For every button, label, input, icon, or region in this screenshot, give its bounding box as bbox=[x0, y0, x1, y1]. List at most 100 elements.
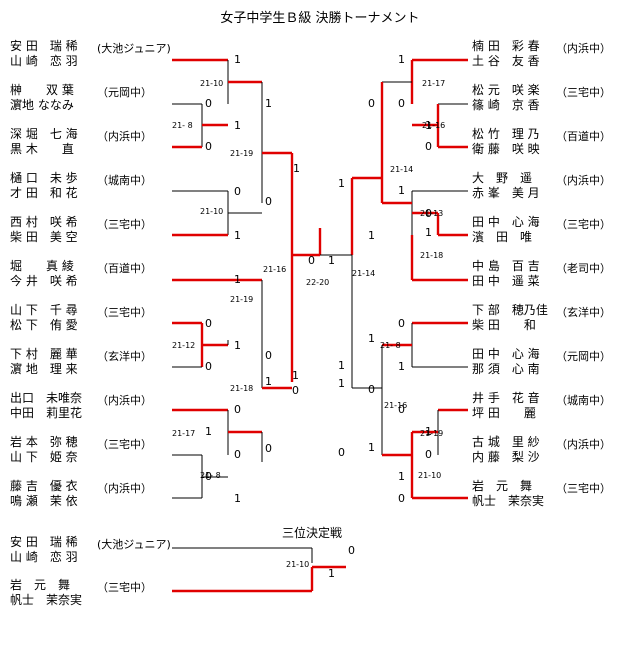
match-point: 0 bbox=[265, 442, 272, 455]
game-score: 21-17 bbox=[172, 429, 196, 438]
third-place-title: 三位決定戦 bbox=[282, 526, 343, 540]
match-point: 1 bbox=[368, 229, 375, 242]
game-score: 21-13 bbox=[420, 209, 444, 218]
right-entry-school: （三宅中） bbox=[556, 482, 611, 495]
left-entry-player: 山 下 姫 奈 bbox=[10, 450, 78, 464]
right-entry-school: （内浜中） bbox=[556, 174, 611, 187]
game-score: 21-17 bbox=[422, 79, 446, 88]
game-score: 21-19 bbox=[230, 295, 254, 304]
game-score: 21- 8 bbox=[380, 341, 401, 350]
match-point: 1 bbox=[368, 441, 375, 454]
right-entry-player: 内 藤 梨 沙 bbox=[472, 450, 540, 464]
right-entry-school: （元岡中） bbox=[556, 350, 611, 363]
match-point: 0 bbox=[205, 360, 212, 373]
left-entry-school: （三宅中） bbox=[97, 438, 152, 451]
match-point: 1 bbox=[265, 97, 272, 110]
right-entry-player: 帆士 茉奈実 bbox=[472, 494, 545, 508]
game-score: 21-14 bbox=[352, 269, 376, 278]
match-point: 1 bbox=[234, 339, 241, 352]
match-point: 0 bbox=[398, 492, 405, 505]
match-point: 0 bbox=[234, 448, 241, 461]
match-point: 1 bbox=[234, 53, 241, 66]
right-entry-player: 濱 田 唯 bbox=[472, 230, 533, 244]
match-point: 0 bbox=[425, 207, 432, 220]
right-entry-school: （玄洋中） bbox=[556, 306, 611, 319]
right-entry-player: 大 野 遥 bbox=[472, 171, 533, 185]
game-score: 21-19 bbox=[420, 429, 444, 438]
third-place-player: 帆士 茉奈実 bbox=[10, 593, 83, 607]
game-score: 21-16 bbox=[263, 265, 287, 274]
right-entry-player: 松 竹 理 乃 bbox=[472, 127, 540, 141]
left-entry-player: 松 下 侑 愛 bbox=[10, 318, 78, 332]
match-point: 0 bbox=[398, 403, 405, 416]
left-entry-player: 下 村 麗 華 bbox=[10, 347, 78, 361]
match-point: 0 bbox=[368, 383, 375, 396]
match-point: 0 bbox=[205, 97, 212, 110]
left-entry-player: 今 井 咲 希 bbox=[10, 274, 78, 288]
match-point: 0 bbox=[338, 446, 345, 459]
match-point: 0 bbox=[234, 185, 241, 198]
left-entry-player: 中田 莉里花 bbox=[10, 406, 83, 420]
match-point: 1 bbox=[234, 119, 241, 132]
right-entry-school: （老司中） bbox=[556, 262, 611, 275]
left-entry-player: 濵 地 理 来 bbox=[10, 362, 78, 376]
match-point: 1 bbox=[234, 492, 241, 505]
match-point: 1 bbox=[398, 470, 405, 483]
match-point: 0 bbox=[348, 544, 355, 557]
right-entry-school: （三宅中） bbox=[556, 218, 611, 231]
left-entry-player: 榊 双 葉 bbox=[10, 83, 74, 97]
match-point: 1 bbox=[328, 567, 335, 580]
left-entry-player: 山 崎 恋 羽 bbox=[10, 54, 78, 68]
match-point: 1 bbox=[398, 184, 405, 197]
third-place-player: 安 田 瑞 稀 bbox=[10, 535, 78, 549]
right-entry-player: 中 島 百 吉 bbox=[472, 259, 540, 273]
left-entry-school: （城南中） bbox=[97, 174, 152, 187]
right-entry-school: （内浜中） bbox=[556, 438, 611, 451]
right-entry-player: 柴 田 和 bbox=[472, 318, 536, 332]
match-point: 1 bbox=[338, 377, 345, 390]
right-entry-school: （三宅中） bbox=[556, 86, 611, 99]
game-score: 21-19 bbox=[230, 149, 254, 158]
third-place-school: （三宅中） bbox=[97, 581, 152, 594]
match-point: 1 bbox=[234, 273, 241, 286]
page-title: 女子中学生Ｂ級 決勝トーナメント bbox=[220, 11, 420, 26]
match-point: 0 bbox=[398, 97, 405, 110]
match-point: 1 bbox=[292, 369, 299, 382]
game-score: 21-12 bbox=[172, 341, 196, 350]
game-score: 21-10 bbox=[418, 471, 442, 480]
right-entry-player: 篠 崎 京 香 bbox=[472, 98, 540, 112]
left-entry-school: （内浜中） bbox=[97, 482, 152, 495]
match-point: 1 bbox=[425, 226, 432, 239]
match-point: 1 bbox=[368, 332, 375, 345]
left-entry-player: 西 村 咲 希 bbox=[10, 215, 78, 229]
left-entry-player: 濵地 ななみ bbox=[10, 98, 74, 112]
match-point: 0 bbox=[205, 470, 212, 483]
match-point: 1 bbox=[398, 360, 405, 373]
game-score: 21-10 bbox=[200, 79, 224, 88]
left-entry-school: （元岡中） bbox=[97, 86, 152, 99]
third-place-player: 岩 元 舞 bbox=[10, 578, 71, 592]
right-entry-school: （城南中） bbox=[556, 394, 611, 407]
right-entry-player: 楠 田 彩 春 bbox=[472, 39, 540, 53]
match-point: 0 bbox=[368, 97, 375, 110]
right-entry-player: 松 元 咲 楽 bbox=[472, 83, 540, 97]
left-entry-player: 岩 本 弥 穂 bbox=[10, 435, 78, 449]
match-point: 1 bbox=[328, 254, 335, 267]
match-point: 0 bbox=[205, 140, 212, 153]
left-entry-player: 堀 真 綾 bbox=[10, 259, 74, 273]
left-entry-player: 黒 木 直 bbox=[10, 142, 74, 156]
match-point: 1 bbox=[338, 359, 345, 372]
right-entry-player: 赤 峯 美 月 bbox=[472, 186, 540, 200]
match-point: 1 bbox=[265, 375, 272, 388]
match-point: 1 bbox=[398, 53, 405, 66]
right-entry-player: 田 中 心 海 bbox=[472, 347, 540, 361]
left-entry-player: 樋 口 未 歩 bbox=[10, 171, 78, 185]
left-entry-school: （内浜中） bbox=[97, 130, 152, 143]
left-entry-player: 山 下 千 尋 bbox=[10, 303, 78, 317]
match-point: 1 bbox=[205, 425, 212, 438]
match-point: 0 bbox=[265, 349, 272, 362]
right-entry-player: 那 須 心 南 bbox=[472, 362, 540, 376]
right-entry-player: 衛 藤 咲 映 bbox=[472, 142, 540, 156]
